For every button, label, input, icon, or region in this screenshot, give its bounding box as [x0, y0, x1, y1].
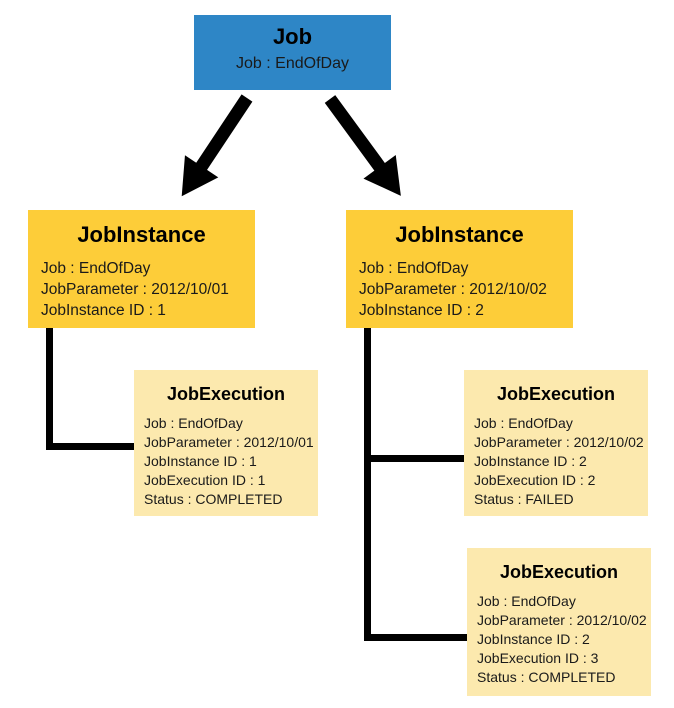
node-line: JobParameter : 2012/10/02	[477, 612, 647, 628]
job-instance-2-node: JobInstance Job : EndOfDay JobParameter …	[346, 210, 573, 328]
node-line: Job : EndOfDay	[41, 260, 151, 277]
node-line: JobParameter : 2012/10/01	[144, 434, 314, 450]
job-instance-2-body: Job : EndOfDay JobParameter : 2012/10/02…	[346, 258, 573, 321]
job-node: Job Job : EndOfDay	[194, 15, 391, 90]
connector-instance1-vertical	[46, 328, 53, 450]
node-line: JobParameter : 2012/10/02	[474, 434, 644, 450]
node-line: JobInstance ID : 2	[477, 631, 590, 647]
node-line: JobInstance ID : 1	[41, 302, 166, 319]
job-execution-3-title: JobExecution	[499, 562, 619, 582]
job-node-title: Job	[272, 24, 313, 49]
job-node-body: Job : EndOfDay	[194, 54, 391, 74]
job-execution-1-body: Job : EndOfDay JobParameter : 2012/10/01…	[134, 414, 318, 509]
node-line: JobParameter : 2012/10/01	[41, 281, 229, 298]
node-line: JobExecution ID : 2	[474, 472, 596, 488]
job-execution-2-node: JobExecution Job : EndOfDay JobParameter…	[464, 370, 648, 516]
job-execution-1-node: JobExecution Job : EndOfDay JobParameter…	[134, 370, 318, 516]
connector-instance1-to-execution1	[46, 443, 135, 450]
connector-instance2-to-execution2	[364, 455, 465, 462]
job-instance-1-body: Job : EndOfDay JobParameter : 2012/10/01…	[28, 258, 255, 321]
job-execution-3-body: Job : EndOfDay JobParameter : 2012/10/02…	[467, 592, 651, 687]
node-line: Job : EndOfDay	[359, 260, 469, 277]
node-line: JobParameter : 2012/10/02	[359, 281, 547, 298]
node-line: JobInstance ID : 2	[359, 302, 484, 319]
connector-instance2-to-execution3	[364, 634, 468, 641]
node-line: JobExecution ID : 1	[144, 472, 266, 488]
node-line: Job : EndOfDay	[144, 415, 243, 431]
job-instance-2-title: JobInstance	[395, 222, 524, 247]
job-execution-1-title: JobExecution	[166, 384, 286, 404]
arrow-job-to-instance-1-icon	[181, 94, 253, 197]
node-line: Status : FAILED	[474, 491, 574, 507]
connector-instance2-vertical	[364, 328, 371, 641]
node-line: Job : EndOfDay	[477, 593, 576, 609]
node-line: JobExecution ID : 3	[477, 650, 599, 666]
job-node-line: Job : EndOfDay	[236, 55, 349, 72]
job-execution-2-title: JobExecution	[496, 384, 616, 404]
node-line: Job : EndOfDay	[474, 415, 573, 431]
node-line: Status : COMPLETED	[477, 669, 616, 685]
node-line: JobInstance ID : 2	[474, 453, 587, 469]
job-execution-3-node: JobExecution Job : EndOfDay JobParameter…	[467, 548, 651, 696]
node-line: JobInstance ID : 1	[144, 453, 257, 469]
job-instance-1-node: JobInstance Job : EndOfDay JobParameter …	[28, 210, 255, 328]
job-execution-2-body: Job : EndOfDay JobParameter : 2012/10/02…	[464, 414, 648, 509]
arrow-job-to-instance-2-icon	[324, 95, 401, 196]
node-line: Status : COMPLETED	[144, 491, 283, 507]
job-instance-1-title: JobInstance	[77, 222, 206, 247]
